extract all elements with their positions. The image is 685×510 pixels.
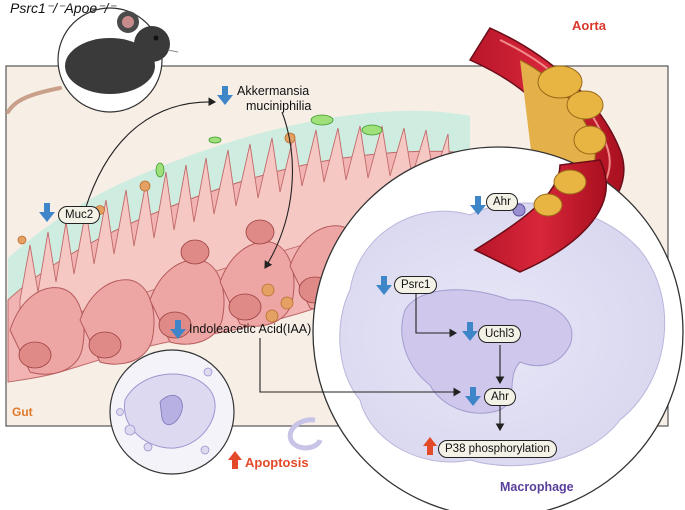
macrophage-nucleus <box>401 289 573 414</box>
node-psrc1: Psrc1 <box>394 276 438 294</box>
macrophage-label: Macrophage <box>500 480 574 494</box>
up-arrow-apoptosis <box>228 451 242 469</box>
down-arrow-muc2 <box>39 203 55 222</box>
down-arrow-iaa <box>170 320 186 339</box>
node-ahr-aorta: Ahr <box>486 193 518 211</box>
down-arrow-psrc1 <box>376 276 392 295</box>
node-p38-phosphorylation: P38 phosphorylation <box>438 440 557 458</box>
pathway-arrows <box>84 97 505 432</box>
akkermansia-label-line2: muciniphilia <box>246 99 312 113</box>
down-arrow-ahr-macrophage <box>465 387 481 406</box>
up-arrow-p38 <box>423 437 437 455</box>
metabolite-dots <box>17 132 296 323</box>
down-arrow-uchl3 <box>462 322 478 341</box>
apoptotic-cell <box>109 349 235 475</box>
node-muc2: Muc2 <box>58 206 101 224</box>
regulation-arrows <box>39 86 486 469</box>
aorta-label: Aorta <box>572 18 606 33</box>
curved-swirl-arrow <box>287 417 323 451</box>
bacteria <box>155 114 383 178</box>
gut-label: Gut <box>12 405 33 419</box>
akkermansia-label-line1: Akkermansia <box>237 84 310 98</box>
iaa-label: Indoleacetic Acid(IAA) <box>189 322 312 336</box>
aorta-plaque <box>533 169 587 217</box>
mouse-genotype-title: Psrc1⁻/⁻Apoe⁻/⁻ <box>10 0 116 16</box>
villi <box>19 125 453 331</box>
node-ahr-macrophage: Ahr <box>484 388 516 406</box>
node-uchl3: Uchl3 <box>478 325 522 343</box>
down-arrow-akkermansia <box>217 86 233 105</box>
down-arrow-ahr-aorta <box>470 196 486 215</box>
apoptosis-label: Apoptosis <box>245 455 309 470</box>
mouse-illustration <box>6 7 179 114</box>
